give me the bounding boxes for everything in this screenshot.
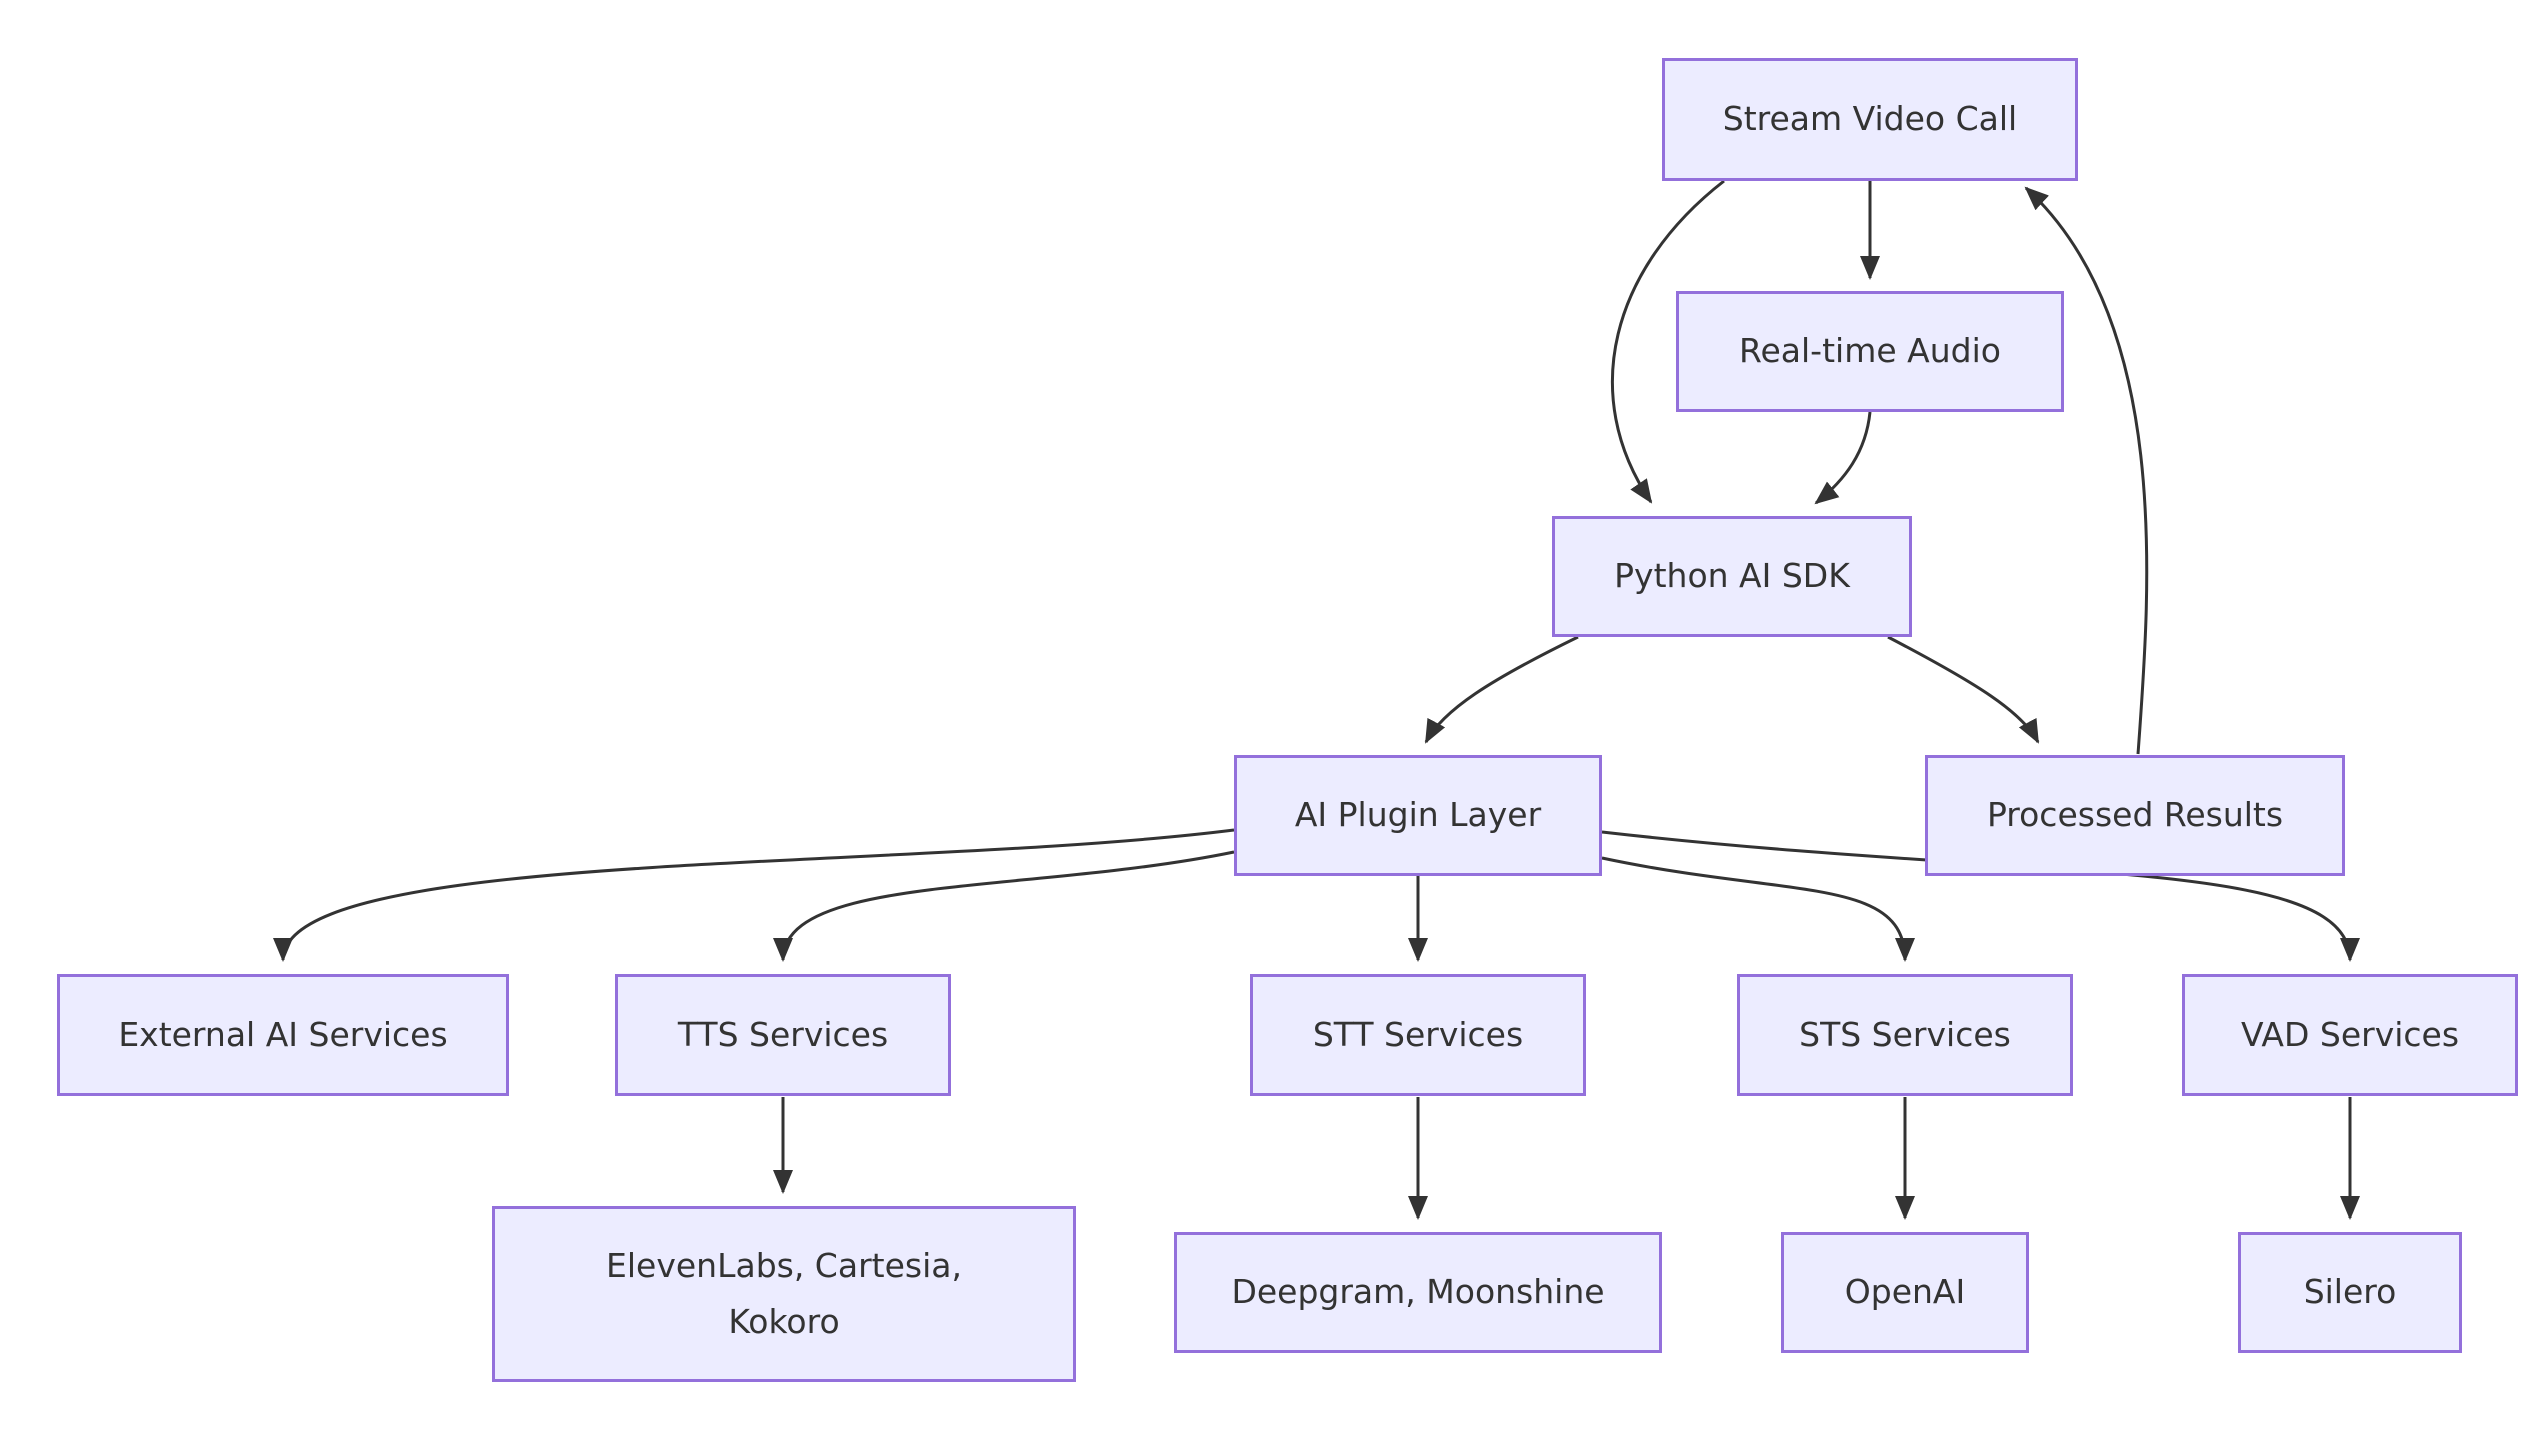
node-label: Real-time Audio — [1739, 331, 2001, 371]
node-label: Silero — [2303, 1272, 2397, 1312]
node-label: Deepgram, Moonshine — [1231, 1272, 1605, 1312]
node-label: STT Services — [1312, 1014, 1524, 1054]
edge-realtime-audio-to-python-ai-sdk — [1814, 411, 1872, 505]
node-label: Python AI SDK — [1614, 556, 1850, 596]
node-stt-providers: Deepgram, Moonshine — [1174, 1232, 1662, 1353]
node-sts-services: STS Services — [1737, 974, 2073, 1096]
edge-stream-video-call-to-python-ai-sdk — [1611, 179, 1725, 504]
node-stream-video-call: Stream Video Call — [1662, 58, 2078, 181]
node-tts-providers: ElevenLabs, Cartesia, Kokoro — [492, 1206, 1076, 1382]
node-stt-services: STT Services — [1250, 974, 1586, 1096]
node-label: VAD Services — [2240, 1014, 2460, 1054]
node-label: Processed Results — [1986, 795, 2284, 835]
node-label: TTS Services — [677, 1014, 889, 1054]
node-label: ElevenLabs, Cartesia, Kokoro — [606, 1245, 962, 1341]
node-sts-providers: OpenAI — [1781, 1232, 2029, 1353]
edge-processed-results-to-stream-video-call — [2024, 186, 2149, 755]
node-label: STS Services — [1799, 1014, 2011, 1054]
node-python-ai-sdk: Python AI SDK — [1552, 516, 1912, 637]
node-vad-services: VAD Services — [2182, 974, 2518, 1096]
node-realtime-audio: Real-time Audio — [1676, 291, 2064, 412]
node-label: AI Plugin Layer — [1294, 795, 1542, 835]
edge-python-ai-sdk-to-processed-results — [1887, 635, 2040, 744]
node-processed-results: Processed Results — [1925, 755, 2345, 876]
node-label: OpenAI — [1844, 1272, 1966, 1312]
edge-ai-plugin-layer-to-tts-services — [773, 850, 1235, 962]
edge-ai-plugin-layer-to-sts-services — [1601, 856, 1915, 962]
node-tts-services: TTS Services — [615, 974, 951, 1096]
edge-ai-plugin-layer-to-external-ai-services — [273, 828, 1235, 962]
node-vad-providers: Silero — [2238, 1232, 2462, 1353]
node-ai-plugin-layer: AI Plugin Layer — [1234, 755, 1602, 876]
edge-python-ai-sdk-to-ai-plugin-layer — [1424, 635, 1579, 744]
node-label: Stream Video Call — [1722, 99, 2018, 139]
node-label: External AI Services — [118, 1014, 448, 1054]
node-external-ai-services: External AI Services — [57, 974, 509, 1096]
